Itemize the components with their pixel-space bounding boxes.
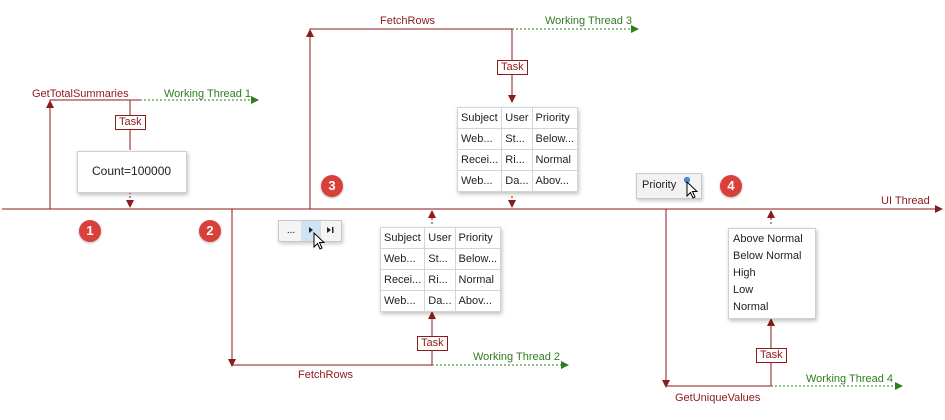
pager-control: ...: [278, 220, 342, 242]
grid-col-user[interactable]: User: [501, 107, 533, 129]
step-badge-2: 2: [199, 220, 221, 242]
grid-step3: Subject User Priority Web...St...Below..…: [456, 107, 579, 192]
step3-method-label: FetchRows: [380, 15, 436, 27]
priority-header-label: Priority: [642, 179, 677, 191]
list-item[interactable]: High: [733, 267, 756, 279]
step2-task-box: Task: [417, 336, 448, 351]
pager-last-button[interactable]: [321, 221, 339, 241]
next-page-icon: [309, 227, 313, 234]
table-row: Web...St...Below...: [456, 128, 579, 150]
step-badge-1: 1: [79, 220, 101, 242]
last-page-icon: [326, 227, 333, 234]
step2-method-label: FetchRows: [298, 369, 354, 381]
step2-thread-label: Working Thread 2: [473, 351, 561, 363]
grid-col-subject[interactable]: Subject: [456, 107, 503, 129]
list-item[interactable]: Below Normal: [733, 250, 802, 262]
step3-thread-label: Working Thread 3: [545, 15, 633, 27]
step-badge-4: 4: [720, 175, 742, 197]
grid-col-priority[interactable]: Priority: [531, 107, 579, 129]
list-item[interactable]: Normal: [733, 301, 769, 313]
list-item[interactable]: Above Normal: [733, 233, 803, 245]
grid-col-user[interactable]: User: [424, 227, 456, 249]
summary-box: Count=100000: [77, 151, 187, 193]
ui-thread-label: UI Thread: [881, 195, 930, 207]
mouse-cursor-icon: [686, 181, 699, 199]
step4-method-label: GetUniqueValues: [675, 392, 761, 404]
list-item[interactable]: Low: [733, 284, 754, 296]
table-row: Web...Da...Abov...: [456, 170, 579, 192]
grid-step2: Subject User Priority Web...St...Below..…: [379, 227, 502, 312]
grid-header-row: Subject User Priority: [379, 227, 502, 249]
step1-thread-label: Working Thread 1: [164, 88, 252, 100]
grid-col-priority[interactable]: Priority: [454, 227, 502, 249]
step4-task-box: Task: [756, 348, 787, 363]
step3-task-box: Task: [497, 60, 528, 75]
step-badge-3: 3: [321, 175, 343, 197]
grid-col-subject[interactable]: Subject: [379, 227, 426, 249]
step1-method-label: GetTotalSummaries: [32, 88, 129, 100]
mouse-cursor-icon: [313, 232, 326, 250]
summary-text: Count=100000: [92, 164, 172, 178]
table-row: Web...Da...Abov...: [379, 290, 502, 312]
grid-header-row: Subject User Priority: [456, 107, 579, 129]
pager-more-button[interactable]: ...: [286, 225, 296, 236]
unique-values-list: Above Normal Below Normal High Low Norma…: [728, 228, 816, 319]
table-row: Recei...Ri...Normal: [379, 269, 502, 291]
table-row: Web...St...Below...: [379, 248, 502, 270]
table-row: Recei...Ri...Normal: [456, 149, 579, 171]
step1-task-box: Task: [115, 115, 146, 130]
step4-thread-label: Working Thread 4: [806, 373, 894, 385]
